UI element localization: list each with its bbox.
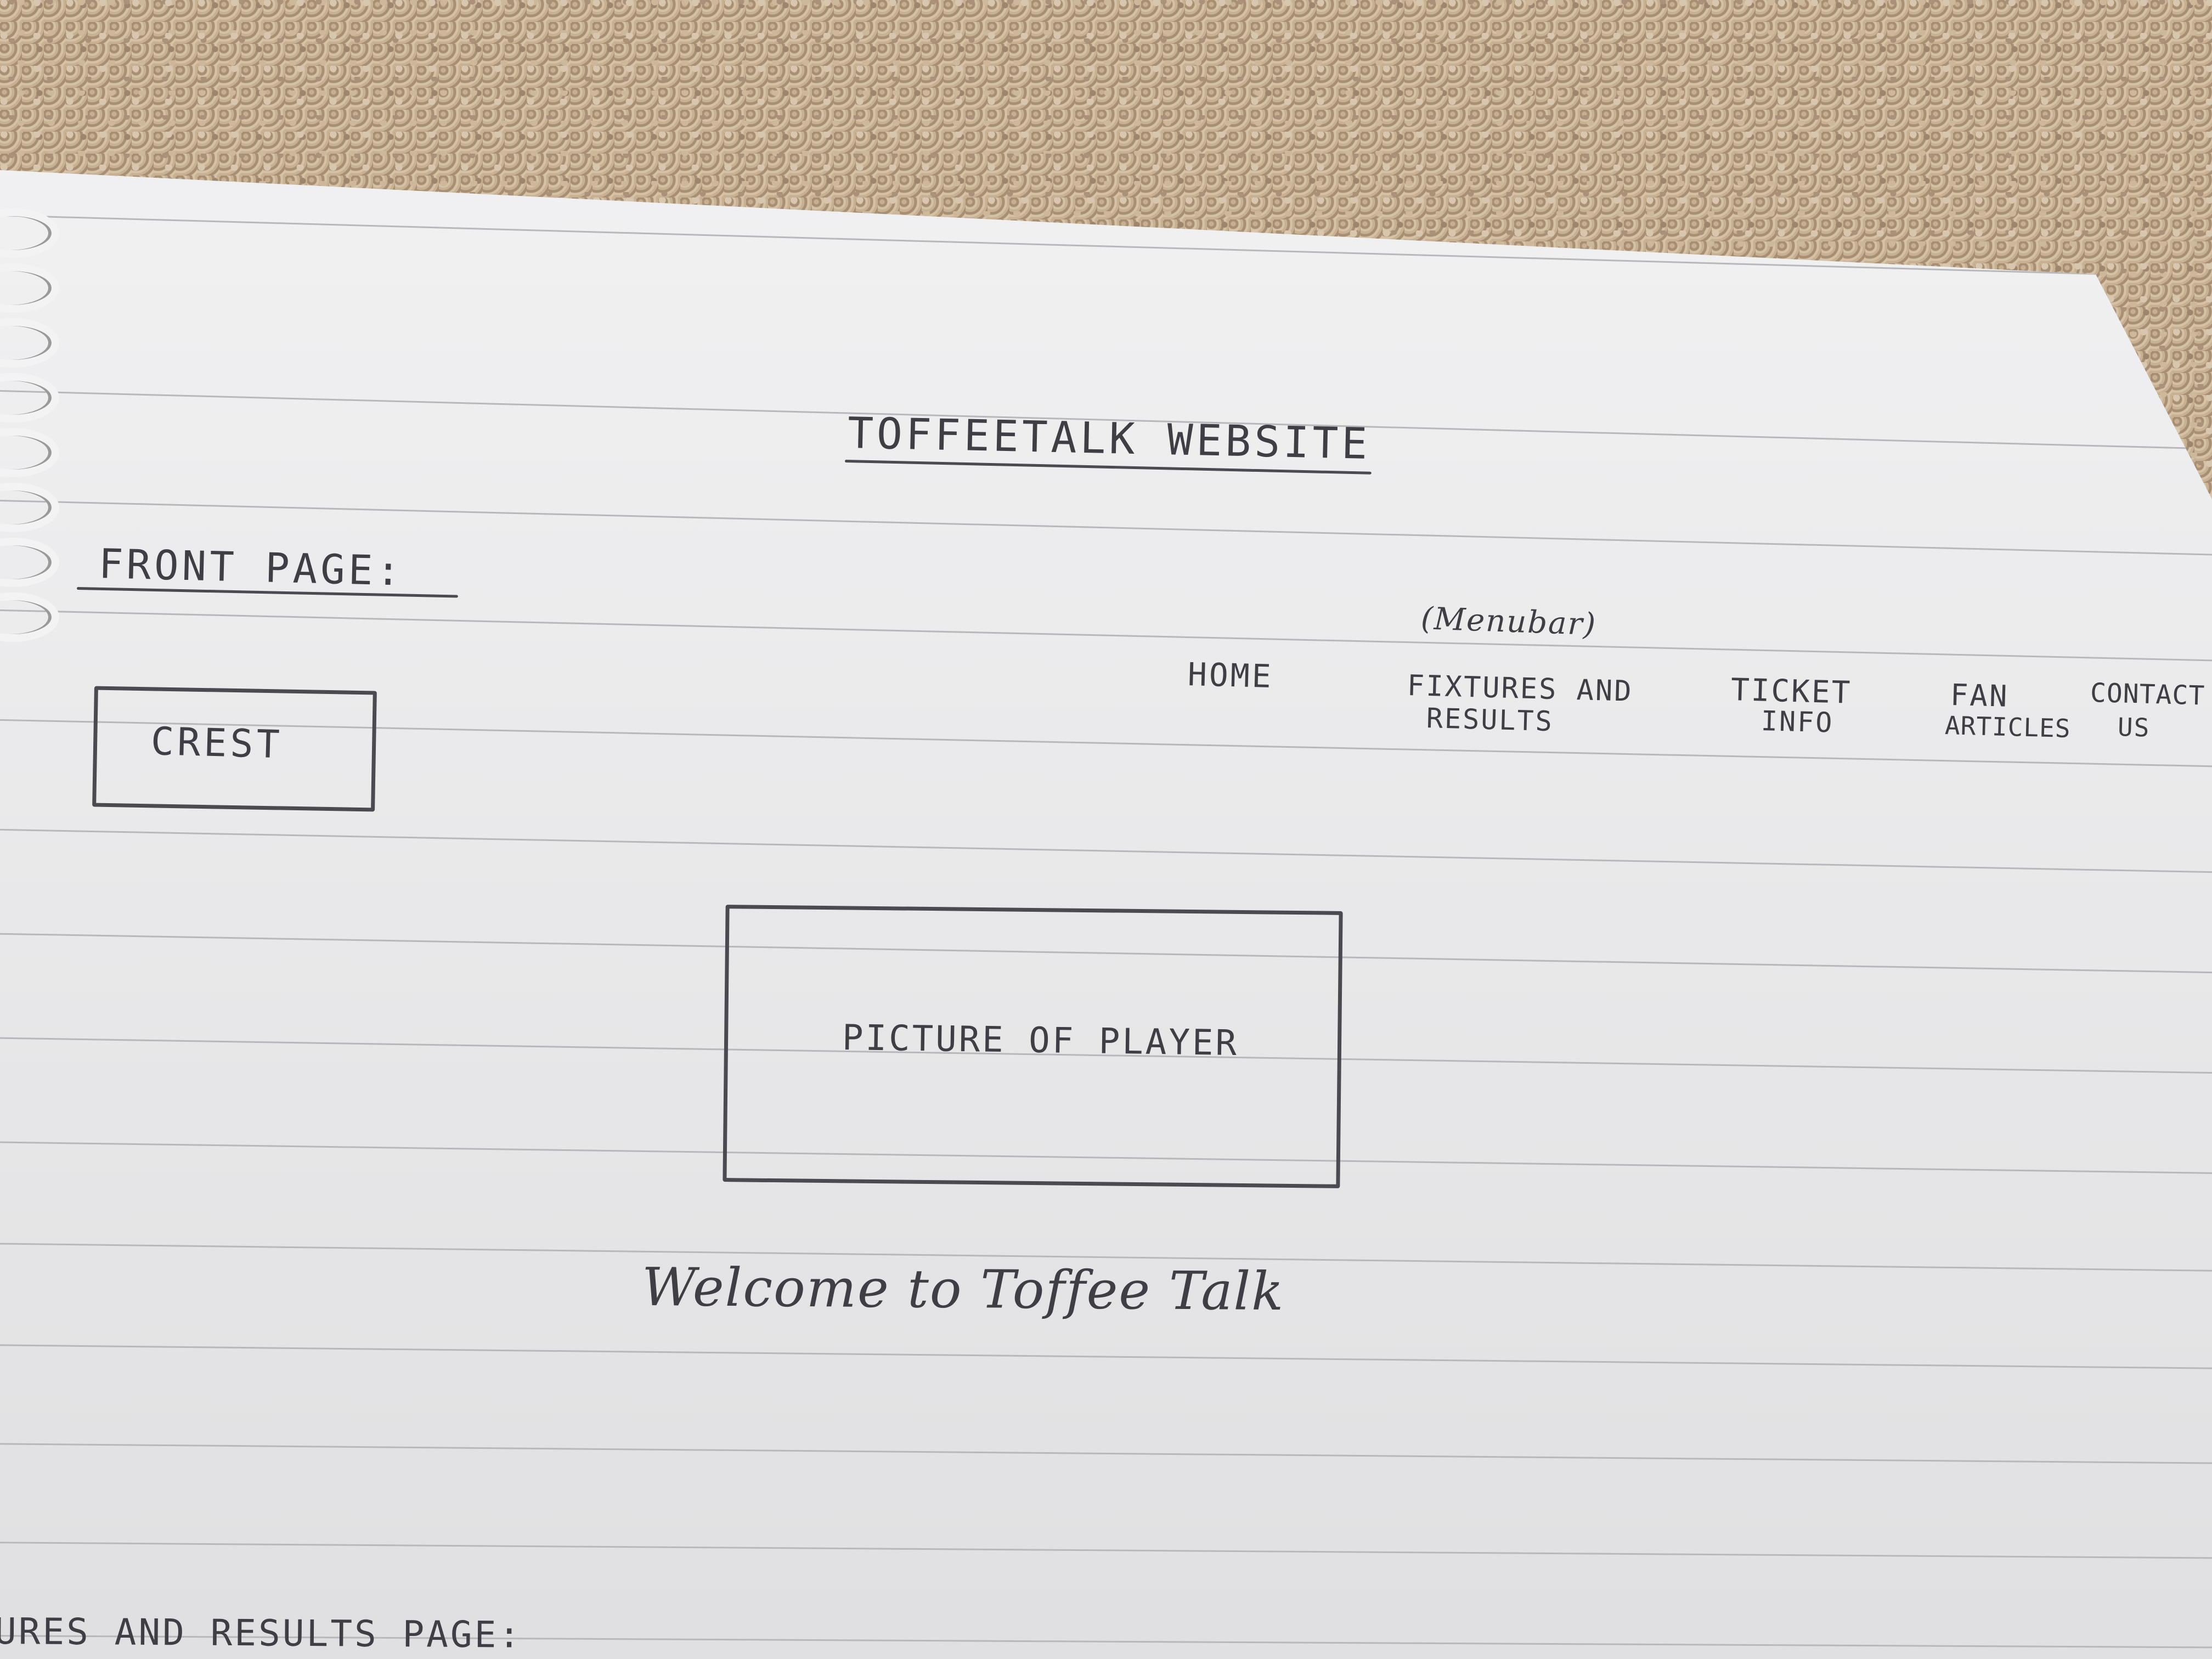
- paper-shading: [0, 170, 2212, 1659]
- menu-item-fan-line1: FAN: [1950, 678, 2010, 714]
- menu-item-home: HOME: [1187, 656, 1274, 696]
- menu-item-ticket-line2: INFO: [1760, 705, 1835, 739]
- menu-item-contact-line1: CONTACT: [2090, 678, 2205, 712]
- menu-item-fan-line2: ARTICLES: [1944, 710, 2072, 743]
- welcome-text: Welcome to Toffee Talk: [641, 1256, 1285, 1323]
- next-section-heading: URES AND RESULTS PAGE:: [0, 1610, 523, 1656]
- section-heading: FRONT PAGE:: [98, 540, 404, 595]
- crest-label: CREST: [150, 719, 284, 768]
- menubar-note: (Menubar): [1420, 601, 1598, 643]
- menu-item-contact-line2: US: [2117, 712, 2151, 743]
- notebook-page: [0, 170, 2212, 1659]
- menu-item-fixtures-line2: RESULTS: [1426, 702, 1554, 738]
- menu-item-ticket-line1: TICKET: [1730, 672, 1853, 711]
- player-picture-label: PICTURE OF PLAYER: [842, 1018, 1239, 1064]
